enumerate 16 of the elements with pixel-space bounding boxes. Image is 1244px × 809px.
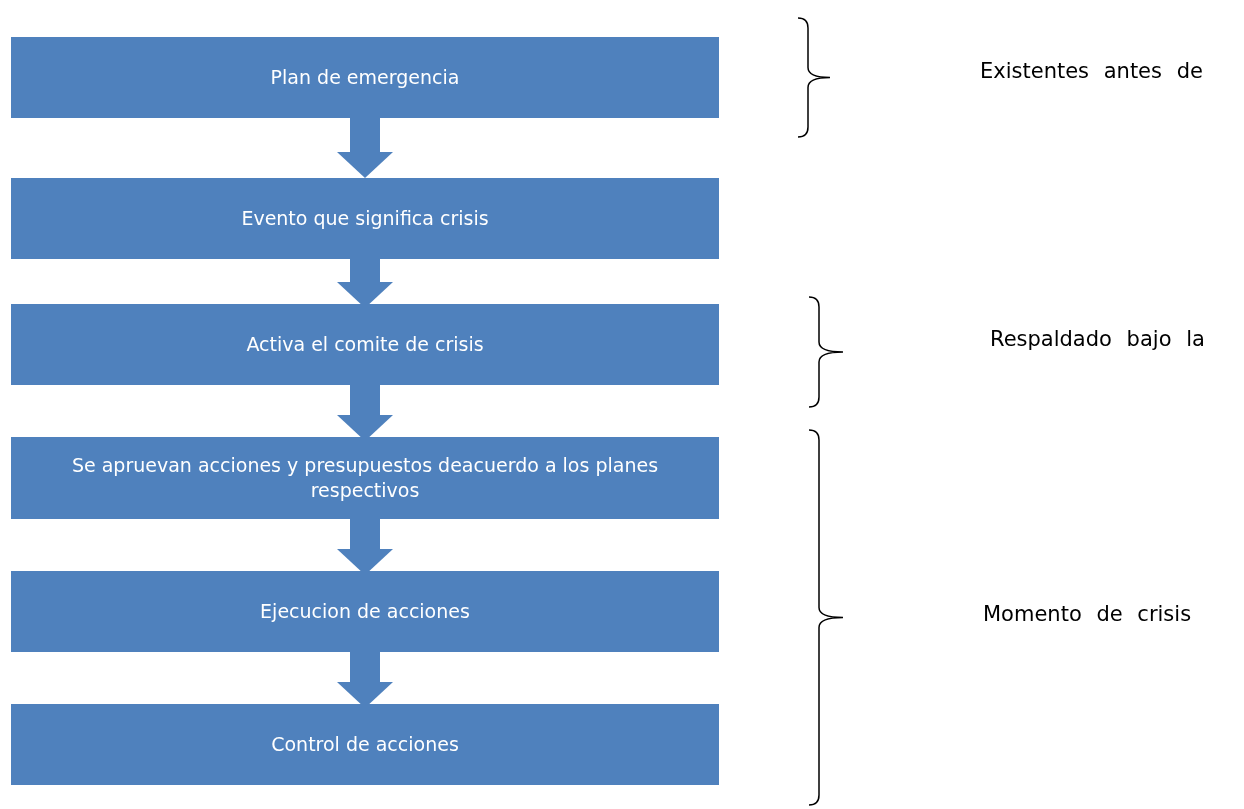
box-text: Se apruevan acciones y presupuestos deacuerdo a los planes respectivos — [70, 453, 660, 503]
box-text: Control de acciones — [271, 732, 459, 757]
process-box — [11, 304, 719, 385]
process-box — [11, 437, 719, 519]
process-box — [11, 178, 719, 259]
box-text: Activa el comite de crisis — [246, 332, 484, 357]
process-box — [11, 704, 719, 785]
process-box — [11, 37, 719, 118]
box-text: Ejecucion de acciones — [260, 599, 470, 624]
box-text: Plan de emergencia — [270, 65, 460, 90]
box-text: Evento que significa crisis — [241, 206, 489, 231]
side-note: Momento de crisis — [983, 602, 1192, 626]
side-note: Existentes antes de — [980, 59, 1203, 83]
process-box — [11, 571, 719, 652]
side-note: Respaldado bajo la — [990, 327, 1205, 351]
block-arrow — [337, 118, 393, 178]
